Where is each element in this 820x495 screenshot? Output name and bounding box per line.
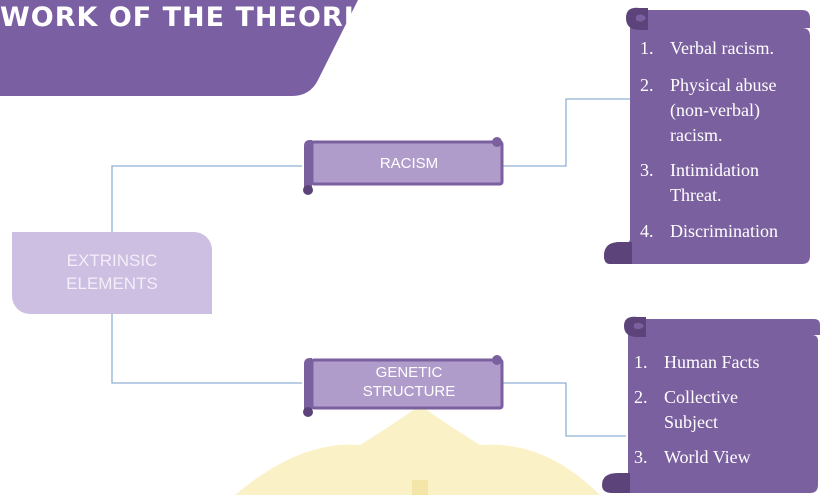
- branch-label-genetic-line-2: STRUCTURE: [362, 382, 456, 400]
- list-item-text: Human Facts: [664, 352, 760, 372]
- list-item-text: Intimidation Threat.: [670, 160, 759, 205]
- list-item-number: 4.: [640, 221, 654, 241]
- list-item: 2. Physical abuse (non-verbal) racism.: [640, 73, 808, 148]
- center-node-extrinsic-elements: EXTRINSIC ELEMENTS: [12, 232, 212, 314]
- title-banner: [0, 0, 358, 96]
- list-item-text: World View: [664, 447, 751, 467]
- branch-label-racism-line-1: RACISM: [379, 155, 439, 172]
- list-item: 2. Collective Subject: [634, 385, 814, 435]
- branch-node-genetic-structure: GENETIC STRUCTURE: [298, 352, 508, 418]
- list-item: 4. Discrimination: [640, 219, 808, 244]
- list-item: 3. Intimidation Threat.: [640, 158, 808, 208]
- list-item: 1. Human Facts: [634, 350, 814, 375]
- list-item: 3. World View: [634, 445, 814, 470]
- center-node-line-1: EXTRINSIC: [66, 251, 158, 271]
- list-item-number: 3.: [634, 447, 648, 467]
- list-item-text: Physical abuse (non-verbal) racism.: [670, 75, 777, 145]
- genetic-items-list: 1. Human Facts 2. Collective Subject 3. Wor…: [634, 350, 814, 470]
- list-item-text: Collective Subject: [664, 387, 738, 432]
- center-node-line-2: ELEMENTS: [66, 274, 158, 293]
- list-item-text: Discrimination: [670, 221, 778, 241]
- list-item-number: 2.: [640, 75, 654, 95]
- list-item-number: 2.: [634, 387, 648, 407]
- list-item-number: 1.: [634, 352, 648, 372]
- branch-label-genetic-line-1: GENETIC: [375, 364, 443, 381]
- list-item-number: 1.: [640, 38, 654, 58]
- genetic-items-scroll: [602, 316, 820, 493]
- racism-items-scroll: [604, 7, 810, 264]
- list-item-text: Verbal racism.: [670, 38, 774, 58]
- branch-node-racism: RACISM: [298, 134, 508, 200]
- list-item-number: 3.: [640, 160, 654, 180]
- page-title: WORK OF THE THEORIES: [0, 2, 395, 33]
- racism-items-list: 1. Verbal racism. 2. Physical abuse (non-v…: [640, 36, 808, 244]
- list-item: 1. Verbal racism.: [640, 36, 808, 61]
